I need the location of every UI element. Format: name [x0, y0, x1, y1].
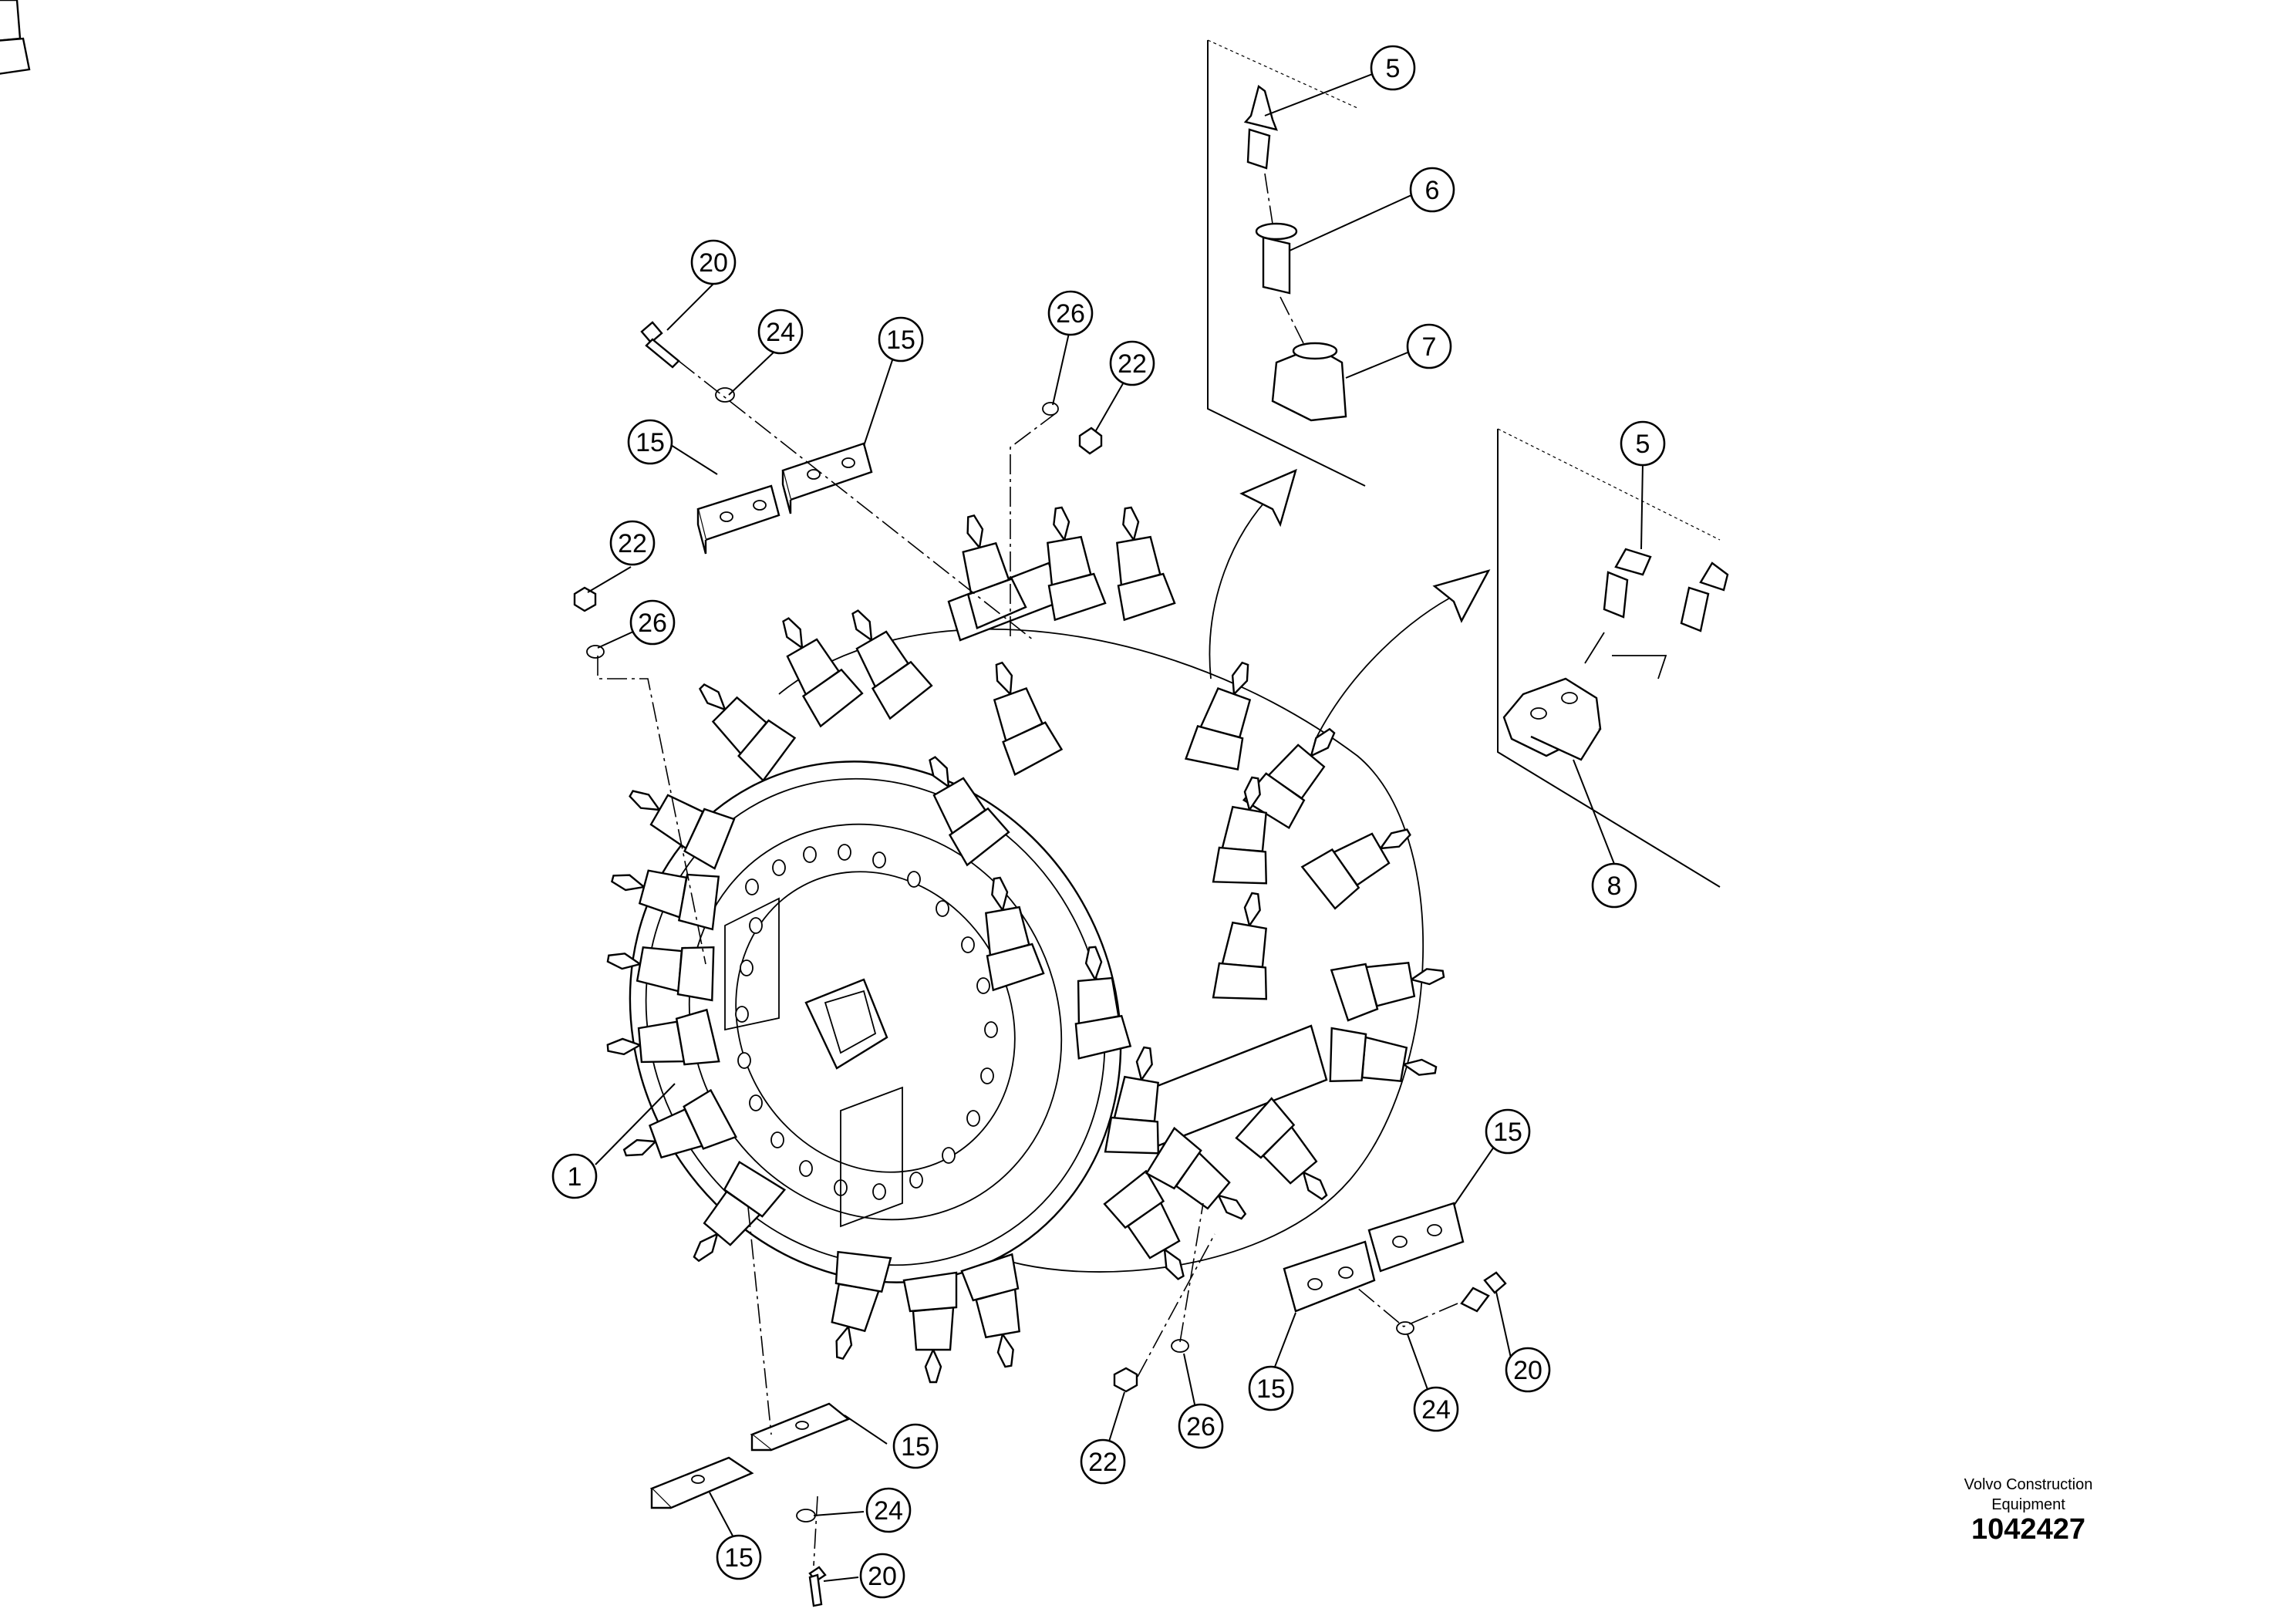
svg-text:1: 1 [568, 1162, 582, 1192]
balloon-20-top: 20 [690, 239, 737, 285]
bit-pair-detail [1603, 548, 1729, 632]
plates-bottom [649, 1402, 851, 1509]
svg-text:8: 8 [1607, 872, 1622, 901]
assembly-lines [597, 360, 1458, 1566]
bit-sleeve-detail [1255, 222, 1298, 295]
balloon-15-bottom-right: 15 [892, 1423, 939, 1469]
balloon-26-left: 26 [629, 599, 676, 646]
detail-panel-bit-assembly [1207, 39, 1366, 487]
nut-bottom [1113, 1367, 1138, 1393]
svg-text:24: 24 [874, 1496, 903, 1526]
balloon-15-right-bottom: 15 [1248, 1365, 1294, 1411]
svg-text:5: 5 [1386, 54, 1401, 83]
nut-top-center [1078, 427, 1103, 455]
svg-text:26: 26 [638, 609, 667, 638]
svg-text:15: 15 [886, 325, 915, 355]
balloon-6: 6 [1409, 167, 1455, 213]
bolt-holes [735, 844, 998, 1200]
svg-text:22: 22 [1118, 349, 1147, 379]
washer-top-center [1042, 402, 1059, 416]
brand-label: Volvo Construction Equipment [1928, 1475, 2129, 1515]
balloon-15-bottom-left: 15 [716, 1534, 762, 1580]
svg-text:26: 26 [1056, 299, 1085, 329]
mounting-block-detail [1502, 677, 1602, 761]
plates-right [1283, 1202, 1465, 1313]
balloon-24-top: 24 [757, 309, 804, 355]
bolt-right [1460, 1271, 1507, 1313]
svg-text:15: 15 [1256, 1374, 1286, 1404]
svg-text:15: 15 [901, 1432, 930, 1462]
balloon-8: 8 [1591, 862, 1637, 909]
svg-text:22: 22 [1088, 1448, 1118, 1477]
balloon-5-top: 5 [1370, 45, 1416, 91]
washer-bottom-left [796, 1509, 816, 1523]
svg-text:6: 6 [1425, 176, 1440, 205]
balloon-5-right: 5 [1620, 420, 1666, 467]
cutting-picks [0, 0, 1450, 1384]
detail-arrows [1209, 468, 1491, 741]
svg-text:20: 20 [868, 1562, 897, 1591]
svg-text:20: 20 [699, 248, 728, 278]
balloon-1: 1 [551, 1153, 598, 1199]
svg-text:15: 15 [1493, 1118, 1522, 1147]
balloon-22-left: 22 [609, 520, 656, 566]
svg-text:20: 20 [1513, 1356, 1542, 1385]
balloon-15-top-right: 15 [878, 316, 924, 363]
balloon-7: 7 [1406, 323, 1452, 369]
svg-text:15: 15 [724, 1543, 754, 1573]
svg-text:15: 15 [636, 428, 665, 457]
balloon-26-bottom: 26 [1178, 1403, 1224, 1449]
svg-text:22: 22 [618, 529, 647, 558]
cutting-bit-detail [1243, 84, 1278, 170]
balloon-20-bottom: 20 [859, 1553, 905, 1599]
washer-right [1396, 1321, 1414, 1335]
balloon-26-top: 26 [1047, 290, 1094, 336]
svg-text:24: 24 [1421, 1395, 1451, 1425]
svg-text:24: 24 [766, 318, 795, 347]
bolt-top [640, 321, 680, 369]
nut-left [573, 586, 597, 612]
bit-holder-detail [1271, 342, 1347, 422]
document-number: 1042427 [1971, 1513, 2085, 1546]
brand-line-1: Volvo Construction [1964, 1476, 2093, 1493]
washer-top [715, 387, 735, 403]
bolt-bottom [808, 1566, 827, 1607]
balloon-20-right: 20 [1505, 1347, 1551, 1393]
balloon-15-right-top: 15 [1485, 1108, 1531, 1155]
detail-panel-block-assembly [1497, 428, 1729, 888]
balloon-22-top: 22 [1109, 340, 1155, 386]
svg-text:7: 7 [1422, 332, 1437, 362]
balloon-15-top-left: 15 [627, 419, 673, 465]
washer-left [586, 645, 605, 659]
svg-text:26: 26 [1186, 1412, 1215, 1442]
callout-balloons: 5 6 7 5 8 20 24 15 15 26 22 22 26 1 15 1… [551, 45, 1666, 1599]
balloon-22-bottom: 22 [1080, 1438, 1126, 1485]
svg-text:5: 5 [1636, 430, 1650, 459]
brand-line-2: Equipment [1991, 1496, 2065, 1513]
balloon-24-bottom: 24 [865, 1487, 912, 1533]
plates-top [696, 442, 873, 555]
balloon-24-right: 24 [1413, 1386, 1459, 1432]
